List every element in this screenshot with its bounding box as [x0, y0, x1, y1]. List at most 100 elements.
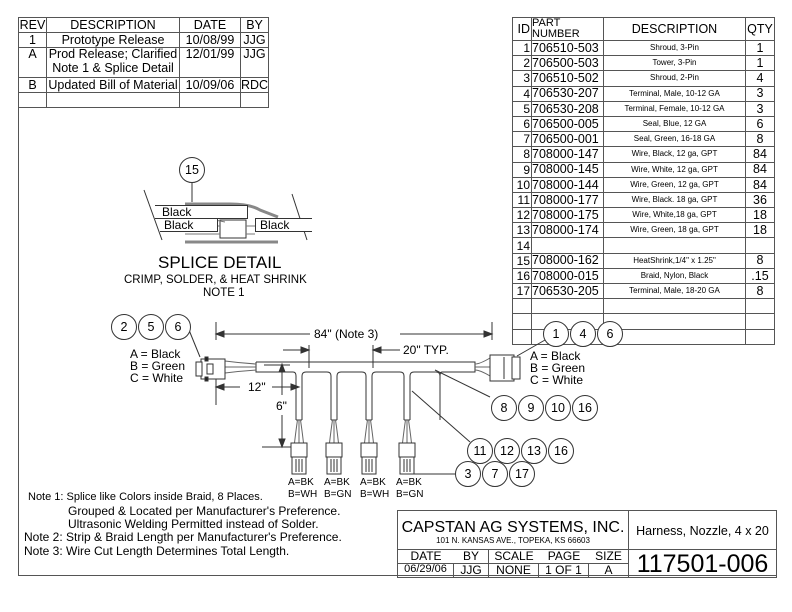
bom-row: 14	[512, 237, 775, 254]
by-label: BY	[454, 550, 489, 564]
balloon-16: 16	[572, 395, 598, 421]
drawing-title: Harness, Nozzle, 4 x 20	[629, 511, 776, 550]
wire-label-black-1: Black	[162, 205, 192, 219]
bom-part-number-cell: 708000-145	[531, 161, 604, 178]
right-pinout-c: C = White	[530, 373, 584, 387]
wire-insulation	[160, 218, 218, 232]
arrowhead	[300, 346, 311, 354]
rev-by-cell	[239, 92, 270, 108]
left-wires	[224, 357, 491, 377]
drop-wire	[408, 419, 412, 444]
balloon-16: 16	[548, 438, 574, 464]
drop-pinout-b: B=GN	[396, 489, 424, 500]
rev-description-line2: Note 1 & Splice Detail	[52, 60, 174, 75]
balloon-2: 2	[111, 314, 137, 340]
rev-by-cell: JJG	[239, 32, 270, 48]
bom-row	[512, 298, 775, 315]
trunk-outline	[255, 362, 297, 420]
bom-id-cell: 10	[512, 176, 532, 193]
part-number-header: PART NUMBER	[531, 17, 604, 41]
company-name: CAPSTAN AG SYSTEMS, INC.	[401, 519, 625, 536]
arrowhead	[214, 330, 225, 338]
right-connector	[489, 354, 521, 382]
bom-part-number-cell: 706510-503	[531, 39, 604, 57]
drop-pinout-b: B=WH	[288, 489, 318, 500]
bom-id-cell: 17	[512, 282, 532, 300]
wire-label-black-2: Black	[164, 218, 194, 232]
dimension-6: 6"	[276, 399, 287, 413]
splice-detail-subtitle: CRIMP, SOLDER, & HEAT SHRINK	[124, 274, 307, 286]
rev-description-cell: Prod Release; Clarified Note 1 & Splice …	[46, 47, 180, 78]
wire	[224, 360, 257, 365]
drawing-number: 117501-006	[636, 550, 769, 578]
bom-part-number-cell: 708000-177	[531, 191, 604, 209]
note-1-line-2: Grouped & Located per Manufacturer's Pre…	[68, 504, 341, 518]
balloon-13: 13	[521, 438, 547, 464]
connector-seal	[204, 376, 209, 382]
balloon-15: 15	[179, 157, 205, 183]
arrowhead	[290, 383, 301, 391]
rev-header: REV	[18, 17, 47, 33]
drop-connector-body	[360, 442, 378, 458]
left-pinout-b: B = Green	[130, 359, 186, 373]
bom-part-number-cell: 706510-502	[531, 70, 604, 87]
size-label: SIZE	[589, 550, 629, 564]
rev-description-cell: Updated Bill of Material	[46, 77, 180, 93]
connector-latch	[195, 361, 203, 377]
right-pinout-b: B = Green	[530, 361, 586, 375]
balloon-4: 4	[570, 321, 596, 347]
company-cell: CAPSTAN AG SYSTEMS, INC. 101 N. KANSAS A…	[398, 511, 629, 550]
crimp-sleeve	[219, 219, 247, 239]
drop-wire	[364, 419, 368, 444]
balloon-8: 8	[491, 395, 517, 421]
balloon-6: 6	[165, 314, 191, 340]
dimension-20-typ: 20" TYP.	[403, 343, 449, 357]
note-1-line-3: Ultrasonic Welding Permitted instead of …	[68, 517, 319, 531]
date-header: DATE	[179, 17, 241, 33]
break-line-right	[291, 193, 308, 241]
page-label: PAGE	[539, 550, 589, 564]
rev-description-line1: Prod Release; Clarified	[48, 47, 178, 61]
date-label: DATE	[398, 550, 454, 564]
rev-date-cell: 10/09/06	[179, 77, 241, 93]
revision-header-row: REV DESCRIPTION DATE BY	[18, 17, 270, 33]
revision-table: REV DESCRIPTION DATE BY 1 Prototype Rele…	[18, 17, 270, 108]
break-line-left	[143, 189, 163, 241]
dimension-84: 84" (Note 3)	[312, 327, 381, 341]
bom-part-number-cell: 708000-175	[531, 207, 604, 224]
connector-body	[489, 354, 515, 382]
balloon-1: 1	[543, 321, 569, 347]
branch-outline	[371, 371, 405, 420]
drop-connector-body	[290, 442, 308, 458]
wire	[474, 369, 491, 377]
wire	[474, 357, 491, 365]
balloon-7: 7	[482, 461, 508, 487]
revision-row: 1 Prototype Release 10/08/99 JJG	[18, 32, 270, 48]
rev-date-cell: 12/01/99	[179, 47, 241, 78]
drop-wire	[300, 419, 304, 444]
drop-wire	[402, 419, 406, 444]
connector-seal	[204, 356, 209, 362]
arrowhead	[483, 330, 494, 338]
note-1: Note 1: Splice like Colors inside Braid,…	[28, 491, 263, 503]
page-value: 1 OF 1	[539, 564, 589, 577]
drop-connectors	[290, 419, 416, 475]
branch-outline	[301, 371, 332, 420]
arrowhead	[278, 438, 286, 449]
bom-header-row: ID PART NUMBER DESCRIPTION QTY	[512, 17, 775, 41]
bom-part-number-cell: 706530-207	[531, 85, 604, 102]
leader-lines	[188, 329, 546, 475]
drop-connector-body	[398, 442, 416, 458]
dimension-12: 12"	[248, 380, 266, 394]
left-pinout-c: C = White	[130, 371, 184, 385]
drop-pinout-b: B=WH	[360, 489, 390, 500]
